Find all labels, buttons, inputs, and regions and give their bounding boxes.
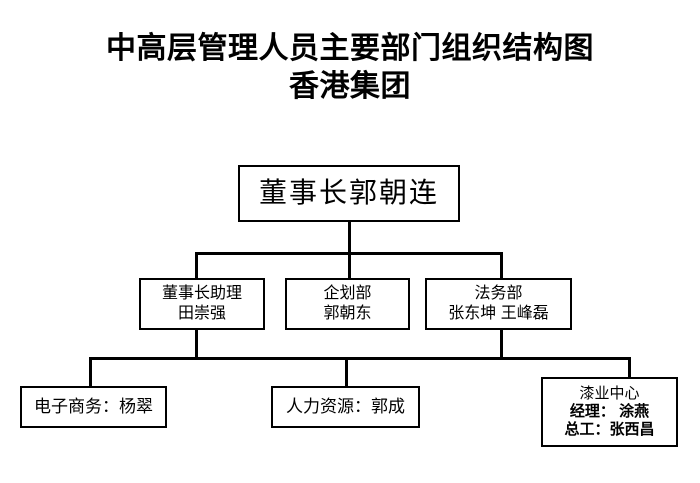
chart-title: 中高层管理人员主要部门组织结构图 香港集团 [0, 30, 700, 107]
connector-to-paint [628, 357, 631, 378]
org-node-assistant[interactable]: 董事长助理 田崇强 [139, 278, 265, 330]
chart-title-line-1: 中高层管理人员主要部门组织结构图 [106, 32, 594, 65]
connector-chairman-stem [348, 222, 351, 254]
connector-to-hr [345, 357, 348, 387]
org-node-paint-center-line-3: 总工：张西昌 [564, 421, 655, 439]
org-node-hr[interactable]: 人力资源：郭成 [271, 386, 420, 428]
org-node-paint-center-line-2: 经理： 涂燕 [569, 402, 650, 420]
chart-title-line-2: 香港集团 [289, 70, 411, 104]
org-node-legal[interactable]: 法务部 张东坤 王峰磊 [425, 278, 572, 330]
org-node-chairman-line-1: 董事长郭朝连 [258, 177, 439, 209]
connector-row3-bus [89, 357, 631, 360]
connector-to-legal [500, 252, 503, 279]
org-node-planning-line-2: 郭朝东 [323, 305, 372, 322]
org-node-legal-line-1: 法务部 [474, 285, 523, 303]
org-node-ecommerce-line-1: 电子商务：杨翠 [34, 396, 153, 416]
org-node-ecommerce[interactable]: 电子商务：杨翠 [20, 386, 167, 428]
org-node-assistant-line-1: 董事长助理 [161, 285, 242, 303]
connector-to-ecommerce [89, 357, 92, 387]
connector-to-planning [348, 252, 351, 279]
org-node-legal-line-2: 张东坤 王峰磊 [448, 305, 549, 322]
org-node-planning[interactable]: 企划部 郭朝东 [285, 278, 410, 330]
org-node-paint-center-line-1: 漆业中心 [579, 384, 640, 402]
connector-assistant-stem [195, 330, 198, 360]
connector-to-assistant [195, 252, 198, 279]
org-node-paint-center[interactable]: 漆业中心 经理： 涂燕 总工：张西昌 [541, 377, 678, 447]
org-node-planning-line-1: 企划部 [323, 285, 372, 303]
org-node-assistant-line-2: 田崇强 [177, 305, 226, 322]
connector-legal-stem [500, 330, 503, 360]
org-node-hr-line-1: 人力资源：郭成 [286, 396, 405, 416]
org-node-chairman[interactable]: 董事长郭朝连 [238, 165, 460, 222]
